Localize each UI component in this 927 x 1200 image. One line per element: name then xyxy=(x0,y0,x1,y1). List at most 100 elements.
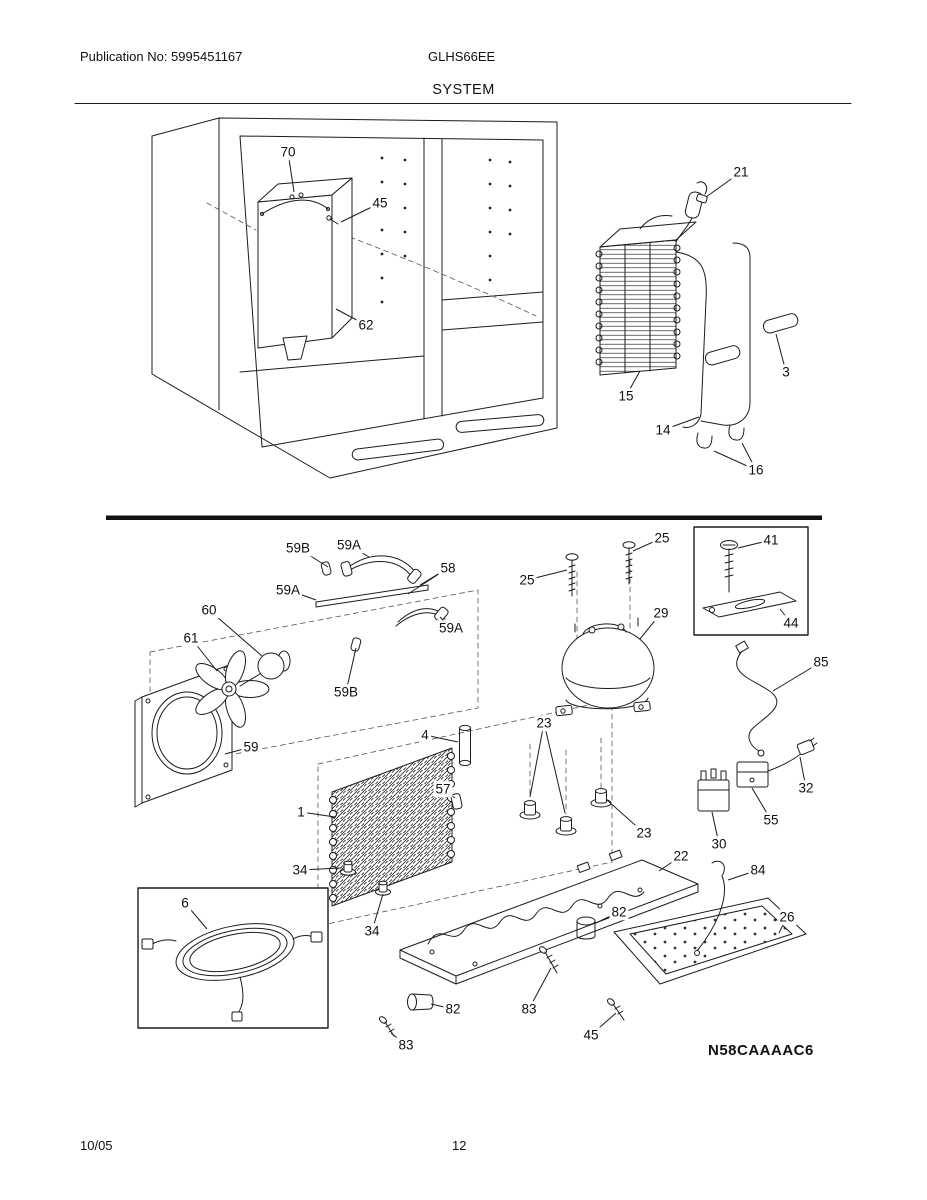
callout-16: 16 xyxy=(746,462,766,478)
plate-tube xyxy=(427,891,645,945)
leader-line-25 xyxy=(632,537,663,552)
callout-44: 44 xyxy=(781,615,801,631)
callout-57: 57 xyxy=(433,781,453,797)
harness-inset xyxy=(137,887,329,1029)
callout-21: 21 xyxy=(731,164,751,180)
leader-line-34 xyxy=(299,867,342,871)
leader-line-82 xyxy=(430,1003,454,1010)
callout-60: 60 xyxy=(199,602,219,618)
drain-tube xyxy=(459,724,471,767)
leader-line-34 xyxy=(371,893,384,932)
grommets xyxy=(340,788,612,896)
screw-83-lower xyxy=(379,1016,395,1037)
spacer-57 xyxy=(450,793,463,810)
construction-lines xyxy=(149,559,631,927)
leader-line-59 xyxy=(224,746,252,755)
shelf-peg-holes xyxy=(380,156,512,304)
callout-82: 82 xyxy=(609,904,629,920)
callout-59A: 59A xyxy=(273,582,303,598)
callout-61: 61 xyxy=(181,630,201,646)
mounting-screws xyxy=(565,541,636,597)
bushing-82-lower xyxy=(407,993,434,1011)
screw-41 xyxy=(720,540,738,593)
leader-line-15 xyxy=(625,370,641,397)
defrost-heater-wire xyxy=(735,640,778,757)
leader-line-70 xyxy=(287,151,295,193)
leader-line-84 xyxy=(727,869,759,881)
callout-84: 84 xyxy=(748,862,768,878)
leader-line-62 xyxy=(335,308,367,326)
callout-1: 1 xyxy=(295,804,307,820)
leader-line-59A xyxy=(287,589,317,601)
callout-23: 23 xyxy=(634,825,654,841)
evaporator-tube-loops xyxy=(595,244,681,366)
callout-30: 30 xyxy=(709,836,729,852)
callout-59A: 59A xyxy=(436,620,466,636)
callout-15: 15 xyxy=(616,388,636,404)
heater-bracket xyxy=(704,345,741,366)
condenser-coil xyxy=(329,747,455,907)
callout-59: 59 xyxy=(241,739,261,755)
tubing-set xyxy=(315,555,449,652)
ice-container xyxy=(257,177,353,361)
leader-line-29 xyxy=(639,612,662,640)
relay-overload xyxy=(697,737,818,812)
leader-line-60 xyxy=(208,609,263,657)
footer-date: 10/05 xyxy=(80,1138,113,1153)
leader-line-23 xyxy=(606,799,645,834)
sensor-clip xyxy=(696,193,708,204)
leader-line-30 xyxy=(711,811,720,845)
leader-line-83 xyxy=(528,967,552,1010)
fan-blade xyxy=(195,650,270,728)
small-parts xyxy=(379,916,625,1037)
leader-line-83 xyxy=(390,1032,407,1046)
callout-32: 32 xyxy=(796,780,816,796)
leader-line-16 xyxy=(741,442,757,471)
callout-82: 82 xyxy=(443,1001,463,1017)
model-number: GLHS66EE xyxy=(428,49,496,64)
leader-line-59B xyxy=(297,547,329,568)
callout-45: 45 xyxy=(581,1027,601,1043)
callout-45: 45 xyxy=(370,195,390,211)
leader-line-59B xyxy=(345,647,357,693)
callout-22: 22 xyxy=(671,848,691,864)
callout-59A: 59A xyxy=(334,537,364,553)
leader-line-26 xyxy=(778,916,788,934)
drain-pan xyxy=(613,897,807,985)
leader-line-44 xyxy=(779,608,792,624)
leader-line-4 xyxy=(424,734,459,743)
compressor xyxy=(555,617,655,717)
callout-26: 26 xyxy=(777,909,797,925)
leader-line-61 xyxy=(190,637,218,672)
evaporator-assembly xyxy=(595,181,799,449)
suction-tube xyxy=(675,251,707,428)
section-divider xyxy=(106,515,822,520)
leader-line-45 xyxy=(340,202,381,223)
callout-4: 4 xyxy=(419,727,431,743)
callout-41: 41 xyxy=(761,532,781,548)
callout-29: 29 xyxy=(651,605,671,621)
leader-line-57 xyxy=(442,788,456,799)
section-title: SYSTEM xyxy=(432,82,495,98)
callout-85: 85 xyxy=(811,654,831,670)
callout-3: 3 xyxy=(780,364,792,380)
callout-58: 58 xyxy=(438,560,458,576)
fan-motor xyxy=(239,650,291,687)
leader-line-55 xyxy=(751,787,772,821)
bushing-82-upper xyxy=(576,916,596,940)
clip-hooks xyxy=(696,424,745,449)
leader-line-23 xyxy=(543,722,566,814)
callout-59B: 59B xyxy=(283,540,313,556)
leader-line-14 xyxy=(662,416,700,431)
heater-bracket xyxy=(762,313,799,334)
leader-line-22 xyxy=(658,855,682,872)
bracket-44 xyxy=(702,591,797,618)
accumulator xyxy=(684,191,704,219)
leader-line-25 xyxy=(526,569,568,581)
callout-25: 25 xyxy=(652,530,672,546)
leader-line-59A xyxy=(348,544,370,558)
fan-shroud xyxy=(134,663,233,808)
leader-line-59A xyxy=(439,616,452,629)
